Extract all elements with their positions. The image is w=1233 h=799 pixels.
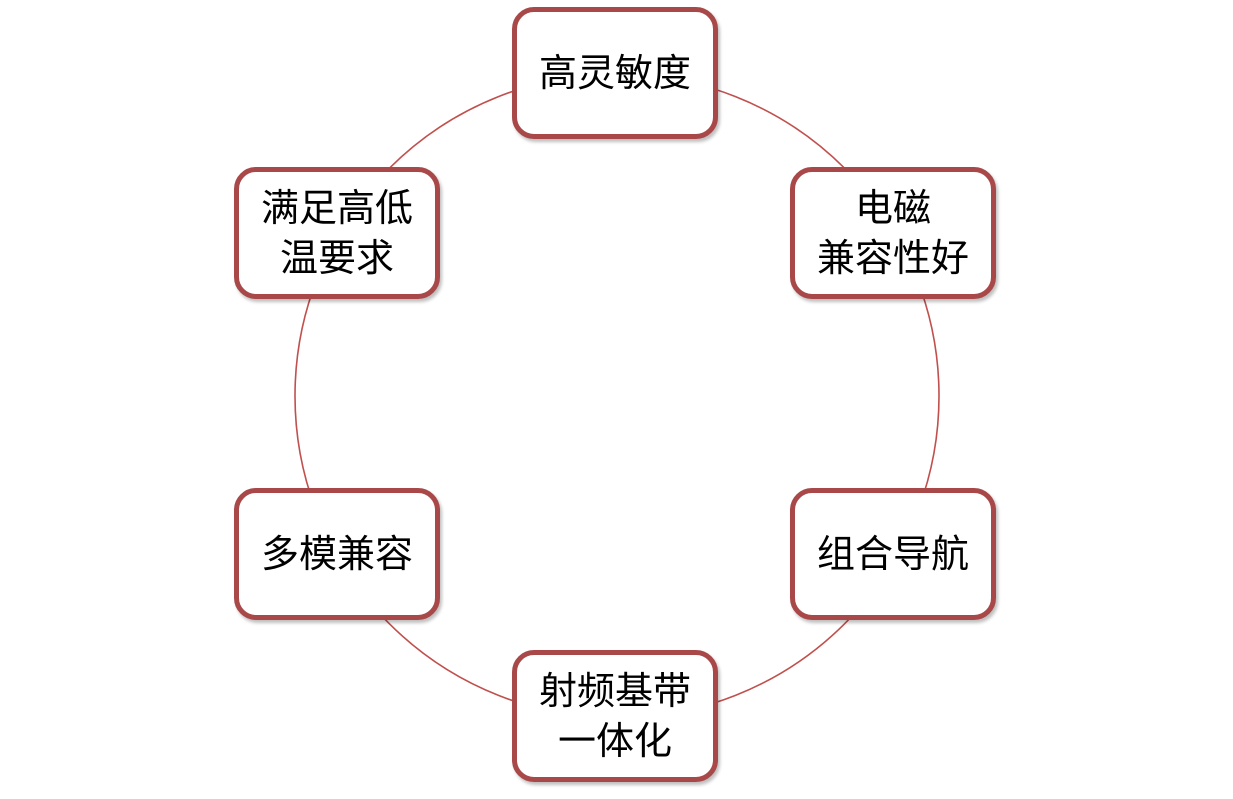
- node-label: 满足高低 温要求: [260, 186, 413, 280]
- node-label: 电磁 兼容性好: [816, 186, 969, 280]
- node-label: 多模兼容: [260, 532, 413, 576]
- node-integrated-navigation: 组合导航: [790, 488, 996, 620]
- node-emc: 电磁 兼容性好: [790, 167, 996, 299]
- node-label: 高灵敏度: [538, 51, 691, 95]
- node-temperature: 满足高低 温要求: [234, 167, 440, 299]
- node-high-sensitivity: 高灵敏度: [512, 7, 718, 139]
- node-label: 组合导航: [816, 532, 969, 576]
- node-multi-mode: 多模兼容: [234, 488, 440, 620]
- node-rf-baseband: 射频基带 一体化: [512, 650, 718, 782]
- node-label: 射频基带 一体化: [538, 669, 691, 763]
